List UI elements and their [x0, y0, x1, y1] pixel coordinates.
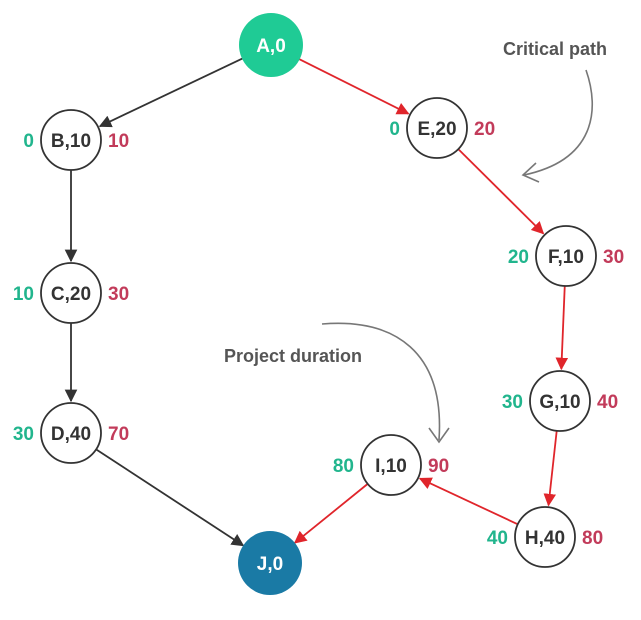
critical-path-label: Critical path [503, 39, 607, 59]
node-c-early-start: 10 [13, 284, 34, 305]
node-i-label: I,10 [375, 456, 407, 477]
node-g-finish: 40 [597, 392, 618, 413]
edge-g-to-h-critical [543, 430, 558, 507]
node-d-circle [40, 402, 102, 464]
node-h-finish: 80 [582, 528, 603, 549]
node-h: H,40 40 80 [487, 506, 603, 568]
critical-path-pointer-arrowhead [521, 162, 540, 183]
node-b: B,10 0 10 [23, 109, 129, 171]
node-e: E,20 0 20 [389, 97, 495, 159]
edge-a-to-b [98, 57, 245, 128]
node-g-circle [529, 370, 591, 432]
project-duration-pointer-arrowhead [428, 427, 450, 444]
node-j: J,0 [238, 531, 302, 595]
node-a: A,0 [239, 13, 303, 77]
node-c-circle [40, 262, 102, 324]
node-h-label: H,40 [525, 528, 565, 549]
critical-path-annotation: Critical path [503, 39, 607, 183]
edges [64, 57, 569, 547]
node-f-early-start: 20 [508, 247, 529, 268]
node-f-finish: 30 [603, 247, 624, 268]
node-g: G,10 30 40 [502, 370, 618, 432]
node-d-finish: 70 [108, 424, 129, 445]
edge-i-to-j-critical [293, 483, 369, 544]
node-h-circle [514, 506, 576, 568]
node-i: I,10 80 90 [333, 434, 449, 496]
node-d: D,40 30 70 [13, 402, 129, 464]
node-d-early-start: 30 [13, 424, 34, 445]
node-b-circle [40, 109, 102, 171]
edge-a-to-e-critical [297, 57, 410, 115]
project-duration-label: Project duration [224, 346, 362, 366]
node-c-label: C,20 [51, 284, 91, 305]
edge-d-to-j [95, 448, 245, 547]
node-j-label: J,0 [257, 554, 283, 575]
node-g-label: G,10 [539, 392, 580, 413]
edge-h-to-i-critical [418, 477, 519, 526]
project-duration-annotation: Project duration [224, 322, 450, 444]
node-e-early-start: 0 [389, 119, 400, 140]
node-a-circle [239, 13, 303, 77]
node-i-circle [360, 434, 422, 496]
node-i-finish: 90 [428, 456, 449, 477]
edge-f-to-g-critical [555, 285, 569, 371]
node-h-early-start: 40 [487, 528, 508, 549]
edge-e-to-f-critical [457, 148, 545, 235]
node-d-label: D,40 [51, 424, 91, 445]
node-f-circle [535, 225, 597, 287]
critical-path-pointer-arrow [523, 69, 593, 176]
node-e-finish: 20 [474, 119, 495, 140]
node-i-early-start: 80 [333, 456, 354, 477]
node-a-label: A,0 [256, 36, 286, 57]
node-b-finish: 10 [108, 131, 129, 152]
node-e-label: E,20 [417, 119, 456, 140]
node-e-circle [406, 97, 468, 159]
project-duration-pointer-arrow [321, 322, 441, 441]
node-f: F,10 20 30 [508, 225, 624, 287]
node-b-early-start: 0 [23, 131, 34, 152]
node-c-finish: 30 [108, 284, 129, 305]
node-g-early-start: 30 [502, 392, 523, 413]
node-c: C,20 10 30 [13, 262, 129, 324]
node-f-label: F,10 [548, 247, 584, 268]
node-b-label: B,10 [51, 131, 91, 152]
node-j-circle [238, 531, 302, 595]
